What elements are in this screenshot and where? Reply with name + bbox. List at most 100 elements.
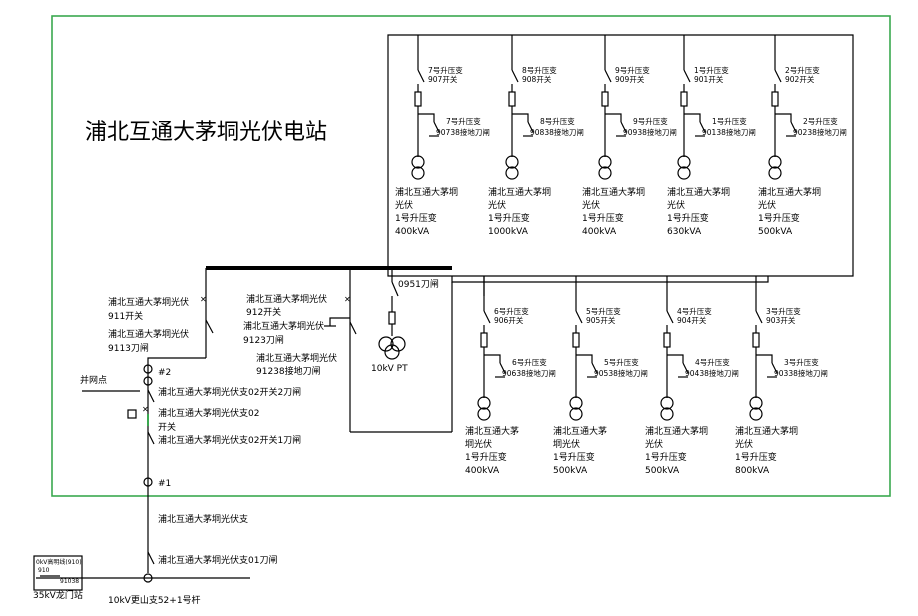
- bay-label-line-3: 400kVA: [582, 227, 617, 237]
- label-mainline-pole: 10kV更山支52+1号杆: [108, 594, 201, 606]
- bay-earth-switch: [620, 121, 627, 133]
- transformer-winding-2: [569, 407, 583, 421]
- bay-label-line-0: 浦北互通大茅垌: [667, 186, 730, 198]
- bay-label-line-3: 630kVA: [667, 227, 702, 237]
- label-9113-line1: 浦北互通大茅垌光伏: [108, 328, 189, 340]
- bay-fuse: [508, 91, 516, 107]
- bay-earth-switch: [771, 362, 778, 374]
- pt-winding-1: [378, 336, 394, 352]
- grid-point-label: 并网点: [80, 374, 107, 386]
- bay-label-line-0: 浦北互通大茅垌: [645, 425, 708, 437]
- inset-station: 35kV龙门站: [33, 589, 83, 601]
- top-bays: 7号升压变907开关7号升压变90738接地刀闸浦北互通大茅垌光伏1号升压变40…: [395, 35, 847, 237]
- bay-earth-name: 2号升压变: [803, 116, 838, 126]
- bay-912: ✕ 浦北互通大茅垌光伏 912开关 浦北互通大茅垌光伏 9123刀闸 浦北互通大…: [243, 268, 357, 432]
- bay-fuse: [414, 91, 422, 107]
- bay-earth-id: 90338接地刀闸: [774, 368, 828, 378]
- bay-label-line-0: 浦北互通大茅垌: [488, 186, 551, 198]
- bay-fuse: [680, 91, 688, 107]
- bay-switch-name: 1号升压变: [694, 65, 729, 75]
- transformer-winding-1: [477, 396, 491, 410]
- inset-line2: 910: [38, 567, 50, 574]
- label-9113-line2: 9113刀闸: [108, 343, 149, 354]
- bay-label-line-0: 浦北互通大茅: [553, 425, 607, 437]
- label-91238-line1: 浦北互通大茅垌光伏: [256, 352, 337, 364]
- breaker-912-mark: ✕: [344, 295, 351, 304]
- label-911-line1: 浦北互通大茅垌光伏: [108, 296, 189, 308]
- label-911-line2: 911开关: [108, 310, 143, 322]
- transformer-winding-2: [768, 166, 782, 180]
- transformer-winding-2: [660, 407, 674, 421]
- bay-disconnector: [755, 310, 763, 324]
- bay-switch-name: 5号升压变: [586, 306, 621, 316]
- label-branch-switch-2: 浦北互通大茅垌光伏支02开关2刀闸: [158, 386, 301, 398]
- top-bay-4: 2号升压变902开关2号升压变90238接地刀闸浦北互通大茅垌光伏1号升压变50…: [758, 52, 847, 237]
- transformer-winding-2: [598, 166, 612, 180]
- label-9123-line2: 9123刀闸: [243, 335, 284, 346]
- bottom-bay-2: 4号升压变904开关4号升压变90438接地刀闸浦北互通大茅垌光伏1号升压变50…: [645, 293, 739, 476]
- bay-switch-name: 9号升压变: [615, 65, 650, 75]
- bay-switch-id: 901开关: [694, 74, 724, 84]
- bay-911: ✕ 浦北互通大茅垌光伏 911开关 浦北互通大茅垌光伏 9113刀闸: [108, 295, 214, 365]
- bay-label-line-2: 1号升压变: [758, 212, 800, 224]
- bay-switch-name: 6号升压变: [494, 306, 529, 316]
- transformer-winding-2: [677, 166, 691, 180]
- pt-label: 10kV PT: [371, 364, 408, 374]
- grid-connection-trunk: #2 并网点 浦北互通大茅垌光伏支02开关2刀闸 ✕ 浦北互通大茅垌光伏支02 …: [36, 364, 301, 606]
- bay-switch-id: 907开关: [428, 74, 458, 84]
- branch-breaker-box: [127, 409, 137, 419]
- bay-earth-id: 90938接地刀闸: [623, 127, 677, 137]
- top-bay-3: 1号升压变901开关1号升压变90138接地刀闸浦北互通大茅垌光伏1号升压变63…: [667, 52, 756, 237]
- label-branch-breaker: 浦北互通大茅垌光伏支02: [158, 407, 259, 419]
- bay-earth-name: 5号升压变: [604, 357, 639, 367]
- bay-label-line-1: 光伏: [645, 438, 663, 450]
- pole-2-label: #2: [158, 368, 171, 378]
- bay-earth-name: 3号升压变: [784, 357, 819, 367]
- bay-fuse: [480, 332, 488, 348]
- bay-fuse: [663, 332, 671, 348]
- transformer-winding-2: [411, 166, 425, 180]
- bay-label-line-0: 浦北互通大茅垌: [582, 186, 645, 198]
- bay-fuse: [771, 91, 779, 107]
- bay-switch-id: 908开关: [522, 74, 552, 84]
- station-boundary-frame: [51, 15, 891, 497]
- transformer-winding-1: [411, 155, 425, 169]
- label-branch-01: 浦北互通大茅垌光伏支01刀闸: [158, 554, 277, 566]
- breaker-911-mark: ✕: [200, 295, 207, 304]
- bay-label-line-3: 500kVA: [758, 227, 793, 237]
- bay-label-line-0: 浦北互通大茅垌: [395, 186, 458, 198]
- bay-earth-wire: [512, 113, 529, 122]
- bay-label-line-1: 光伏: [488, 199, 506, 211]
- pole-1-marker: [143, 477, 153, 487]
- bay-label-line-2: 1号升压变: [553, 451, 595, 463]
- bay-earth-name: 8号升压变: [540, 116, 575, 126]
- transformer-winding-1: [677, 155, 691, 169]
- bay-earth-name: 4号升压变: [695, 357, 730, 367]
- bay-earth-wire: [605, 113, 622, 122]
- inset-frame: [33, 555, 83, 591]
- bay-switch-name: 2号升压变: [785, 65, 820, 75]
- bottom-bay-0: 6号升压变906开关6号升压变90638接地刀闸浦北互通大茅垌光伏1号升压变40…: [465, 293, 556, 476]
- transformer-winding-1: [749, 396, 763, 410]
- bay-earth-id: 90238接地刀闸: [793, 127, 847, 137]
- bay-earth-wire: [775, 113, 792, 122]
- bay-earth-switch: [527, 121, 534, 133]
- bay-label-line-1: 垌光伏: [465, 438, 492, 450]
- bottom-bay-3: 3号升压变903开关3号升压变90338接地刀闸浦北互通大茅垌光伏1号升压变80…: [735, 293, 828, 476]
- bay-disconnector: [483, 310, 491, 324]
- grid-point-marker: [143, 376, 153, 386]
- bay-earth-id: 90738接地刀闸: [436, 127, 490, 137]
- bay-label-line-2: 1号升压变: [465, 451, 507, 463]
- bay-earth-wire: [684, 113, 701, 122]
- pole-1-label: #1: [158, 479, 171, 489]
- label-9123-line1: 浦北互通大茅垌光伏: [243, 320, 324, 332]
- bay-earth-switch: [699, 121, 706, 133]
- bay-earth-id: 90138接地刀闸: [702, 127, 756, 137]
- bay-label-line-2: 1号升压变: [488, 212, 530, 224]
- bay-label-line-2: 1号升压变: [645, 451, 687, 463]
- transformer-winding-1: [768, 155, 782, 169]
- bay-label-line-1: 光伏: [395, 199, 413, 211]
- bay-earth-switch: [499, 362, 506, 374]
- bay-earth-wire: [667, 354, 684, 363]
- bay-label-line-3: 400kVA: [395, 227, 430, 237]
